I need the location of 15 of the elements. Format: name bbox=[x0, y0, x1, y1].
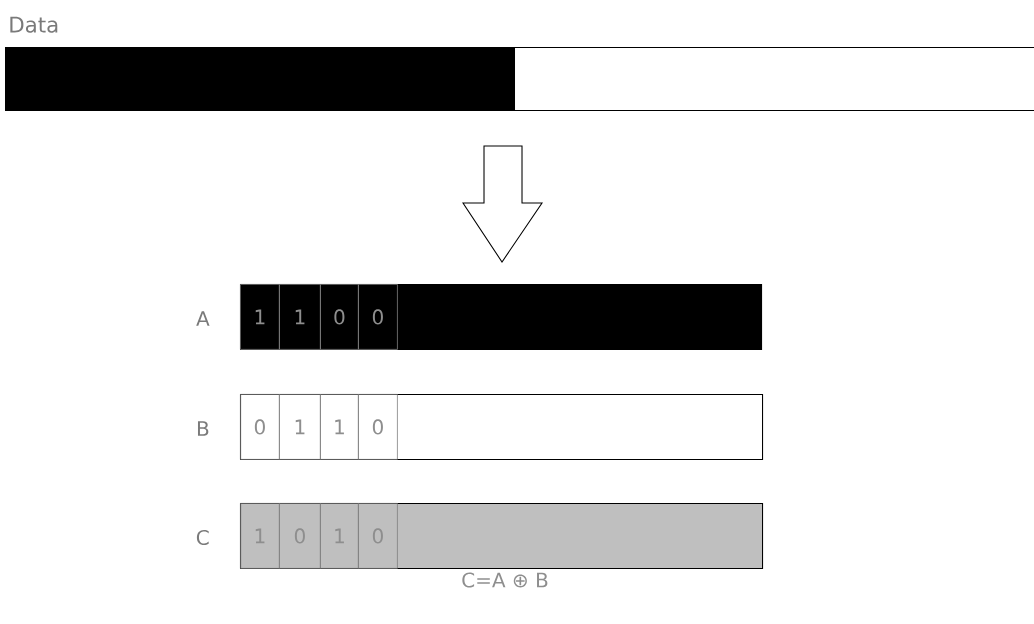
bit-cell: 0 bbox=[358, 394, 398, 460]
hollow-arrow bbox=[462, 145, 543, 263]
bit-cell: 1 bbox=[320, 394, 359, 460]
bit-cell: 1 bbox=[279, 394, 321, 460]
bit-cell: 1 bbox=[279, 284, 321, 350]
bit-cell: 0 bbox=[240, 394, 280, 460]
bit-cell: 0 bbox=[320, 284, 359, 350]
bit-cell: 0 bbox=[358, 284, 398, 350]
bit-cell: 1 bbox=[240, 284, 280, 350]
node-label: Data bbox=[10, 16, 58, 33]
node-label: A bbox=[196, 311, 210, 326]
caption: C=A ⊕ B bbox=[462, 572, 548, 588]
node-label: B bbox=[197, 421, 209, 436]
bar: Data bbox=[5, 16, 1034, 112]
node-label: C bbox=[196, 529, 209, 546]
